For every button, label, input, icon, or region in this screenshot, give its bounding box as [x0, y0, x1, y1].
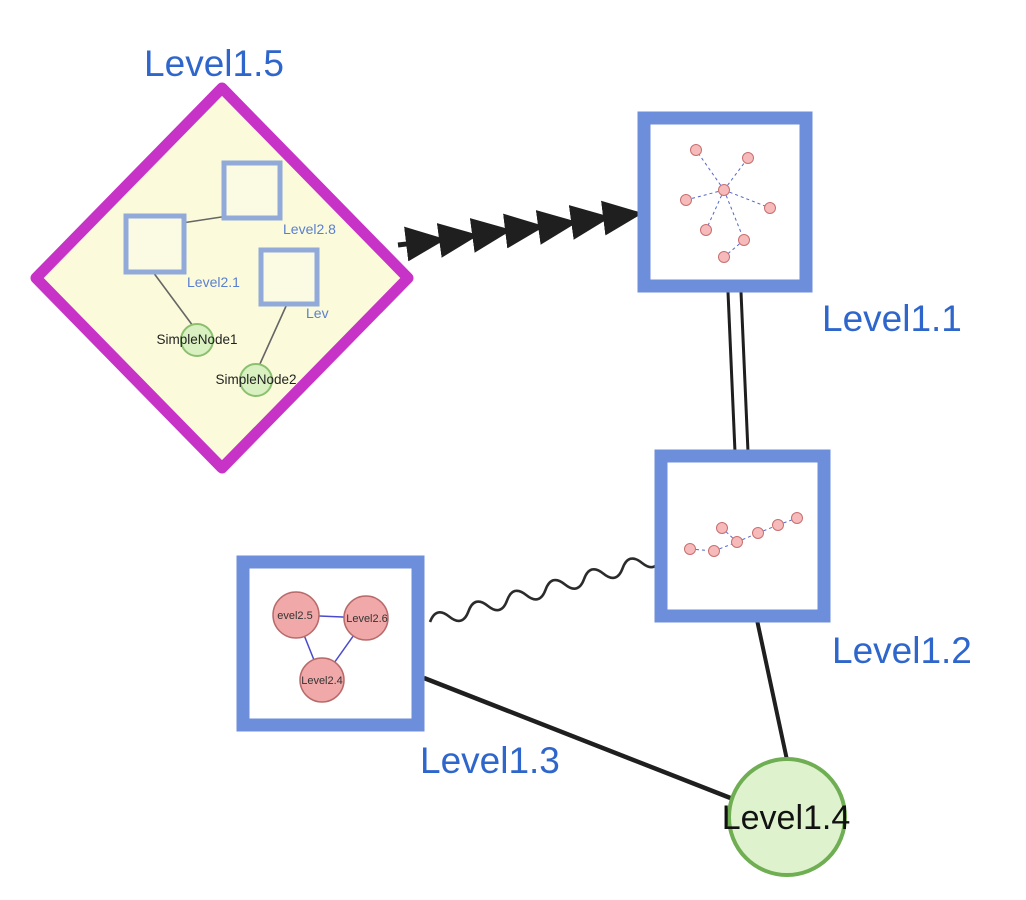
node-level1-3[interactable] [236, 555, 425, 732]
node-simplenode2[interactable] [239, 363, 273, 397]
node-simplenode1[interactable] [180, 323, 214, 357]
label-level1-5: Level1.5 [144, 43, 284, 84]
mini-edge [705, 189, 725, 231]
double-line-left[interactable] [726, 291, 737, 453]
node-level1-4[interactable] [727, 757, 847, 877]
edge-level2-8-to-level2-1 [181, 215, 229, 224]
edge-level1-1-to-level1-2[interactable] [726, 291, 750, 453]
mini-edge [723, 189, 771, 209]
edge-level1-2-to-level1-4[interactable] [755, 619, 789, 761]
mini-graph-level1-1 [685, 149, 771, 258]
edge-level1-5-to-level1-1[interactable] [397, 200, 643, 262]
mini-node [742, 152, 754, 164]
mini-node [772, 519, 784, 531]
mini-node [731, 536, 743, 548]
mini-nodes-level1-2 [684, 512, 803, 557]
label-level1-4: Level1.4 [722, 799, 851, 837]
wavy-path[interactable] [428, 551, 663, 629]
edge-lev-to-simplenode2 [258, 303, 288, 367]
mini-node [716, 522, 728, 534]
mini-edge [723, 157, 749, 191]
edge-level1-3-to-level1-4[interactable] [423, 675, 734, 802]
mini-node [738, 234, 750, 246]
mini-node [764, 202, 776, 214]
edge-level2-1-to-simplenode1 [152, 271, 194, 327]
label-level2-4: Level2.4 [301, 675, 343, 687]
node-level2-5[interactable] [272, 591, 320, 639]
label-level2-6: Level2.6 [346, 613, 388, 625]
node-level2-6[interactable] [343, 595, 389, 641]
label-level2-5: evel2.5 [277, 610, 312, 622]
mini-node [684, 543, 696, 555]
mini-edge [723, 239, 745, 258]
mini-node [690, 144, 702, 156]
label-level1-1: Level1.1 [822, 298, 962, 339]
mini-node [680, 194, 692, 206]
node-level2-4[interactable] [299, 657, 345, 703]
mini-node [718, 251, 730, 263]
label-level2-8: Level2.8 [283, 221, 336, 237]
mini-node [791, 512, 803, 524]
double-line-right[interactable] [739, 291, 750, 453]
mini-edge [723, 189, 745, 241]
mini-node [752, 527, 764, 539]
label-level1-3: Level1.3 [420, 740, 560, 781]
label-level1-2: Level1.2 [832, 630, 972, 671]
edge-level1-3-to-level1-2[interactable] [428, 551, 663, 629]
node-level1-5[interactable] [30, 82, 414, 474]
node-level2-1[interactable] [123, 213, 187, 275]
mini-edge [685, 189, 725, 201]
label-level2-1: Level2.1 [187, 274, 240, 290]
node-level2-8[interactable] [221, 160, 283, 221]
mini-node [700, 224, 712, 236]
label-simplenode1: SimpleNode1 [156, 332, 237, 347]
node-lev[interactable] [258, 247, 320, 307]
label-simplenode2: SimpleNode2 [215, 372, 296, 387]
mini-node [718, 184, 730, 196]
label-lev: Lev [306, 305, 329, 321]
mini-edge [695, 149, 725, 191]
node-level1-2[interactable] [654, 449, 831, 623]
mini-node [708, 545, 720, 557]
mini-nodes-level1-1 [680, 144, 776, 263]
